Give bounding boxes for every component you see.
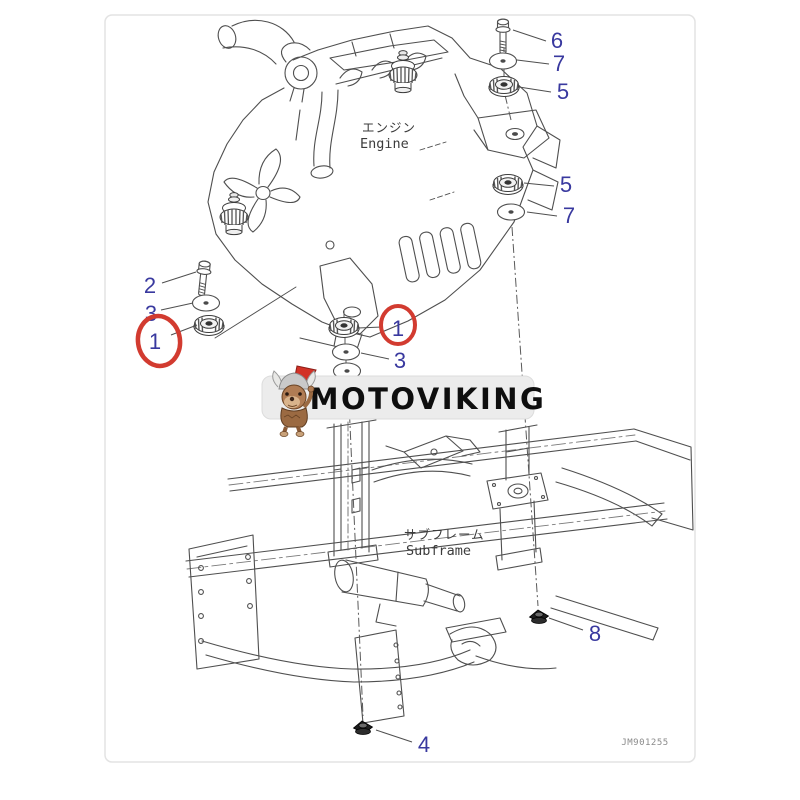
- callout-4: 4: [418, 732, 430, 757]
- red-highlight-circle-mid: [379, 304, 417, 346]
- callout-6: 6: [551, 28, 563, 53]
- subframe-label-en: Subframe: [406, 543, 471, 559]
- motoviking-watermark: MOTOVIKING: [261, 365, 547, 437]
- callout-5-right: 5: [560, 172, 572, 197]
- callout-1-mid: 1: [392, 316, 404, 341]
- logo-brand-text: MOTOVIKING: [310, 382, 547, 416]
- mount-part-5-top: [488, 75, 520, 98]
- viking-dog-mascot-icon: [272, 365, 317, 437]
- mount-part-1-left: [193, 314, 225, 337]
- mount-part-1-mid: [328, 316, 360, 339]
- washer-part-3-left: [191, 294, 221, 312]
- engine-label-jp: エンジン: [362, 120, 416, 135]
- callout-leader-lines: [160, 29, 584, 743]
- subframe-label-jp: サブフレーム: [404, 527, 485, 542]
- engine-label-en: Engine: [360, 136, 409, 152]
- washer-part-3-mid: [331, 343, 361, 361]
- logo-background: [261, 375, 535, 420]
- engine-line-art: [207, 19, 561, 353]
- drawing-number: JM901255: [621, 738, 668, 748]
- washer-part-7-right: [496, 203, 526, 221]
- washer-part-7-top: [488, 52, 518, 70]
- callout-3-mid: 3: [394, 348, 406, 373]
- subframe-line-art: [185, 419, 694, 724]
- mount-part-5-right: [492, 173, 524, 196]
- red-highlight-circle-left: [135, 313, 183, 369]
- callout-8: 8: [589, 621, 601, 646]
- callout-5-top: 5: [557, 79, 569, 104]
- callout-1-left: 1: [149, 329, 161, 354]
- callout-7-right: 7: [563, 203, 575, 228]
- callout-2: 2: [144, 273, 156, 298]
- callout-7-top: 7: [553, 51, 565, 76]
